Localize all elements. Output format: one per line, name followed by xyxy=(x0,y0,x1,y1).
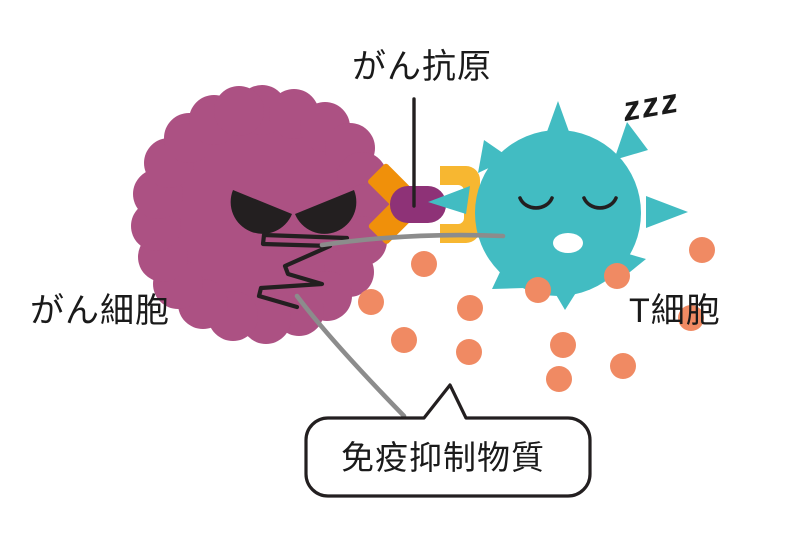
dot xyxy=(610,353,636,379)
t-cell-sleepy-eyes xyxy=(518,196,618,210)
t-cell-group xyxy=(428,101,688,310)
leader-line-secretion-bottom xyxy=(294,293,407,419)
t-cell-body xyxy=(428,101,688,310)
leader-line-secretion-top xyxy=(319,232,506,248)
t-cell-receptor-icon xyxy=(440,166,505,243)
dot xyxy=(689,237,715,263)
dot xyxy=(456,339,482,365)
dot xyxy=(358,289,384,315)
cancer-cell-mouth xyxy=(256,232,350,310)
cancer-cell-group xyxy=(131,85,391,344)
label-cancer-cell: がん細胞 xyxy=(30,292,170,330)
label-sleep-zzz: zzz xyxy=(619,81,683,129)
label-cancer-antigen: がん抗原 xyxy=(352,48,492,86)
callout-balloon xyxy=(304,383,592,498)
label-immunosuppressive-substance: 免疫抑制物質 xyxy=(341,439,545,476)
dot xyxy=(525,277,551,303)
label-t-cell: T細胞 xyxy=(629,292,721,330)
dot xyxy=(457,295,483,321)
dot xyxy=(391,327,417,353)
t-cell-mouth xyxy=(553,233,583,253)
immunosuppressive-dots xyxy=(358,237,715,392)
dot xyxy=(604,263,630,289)
dot xyxy=(546,366,572,392)
dot xyxy=(550,332,576,358)
cancer-antigen-shape xyxy=(390,186,446,223)
dot xyxy=(678,305,704,331)
dot xyxy=(411,251,437,277)
cancer-cell-eyes xyxy=(230,190,357,234)
